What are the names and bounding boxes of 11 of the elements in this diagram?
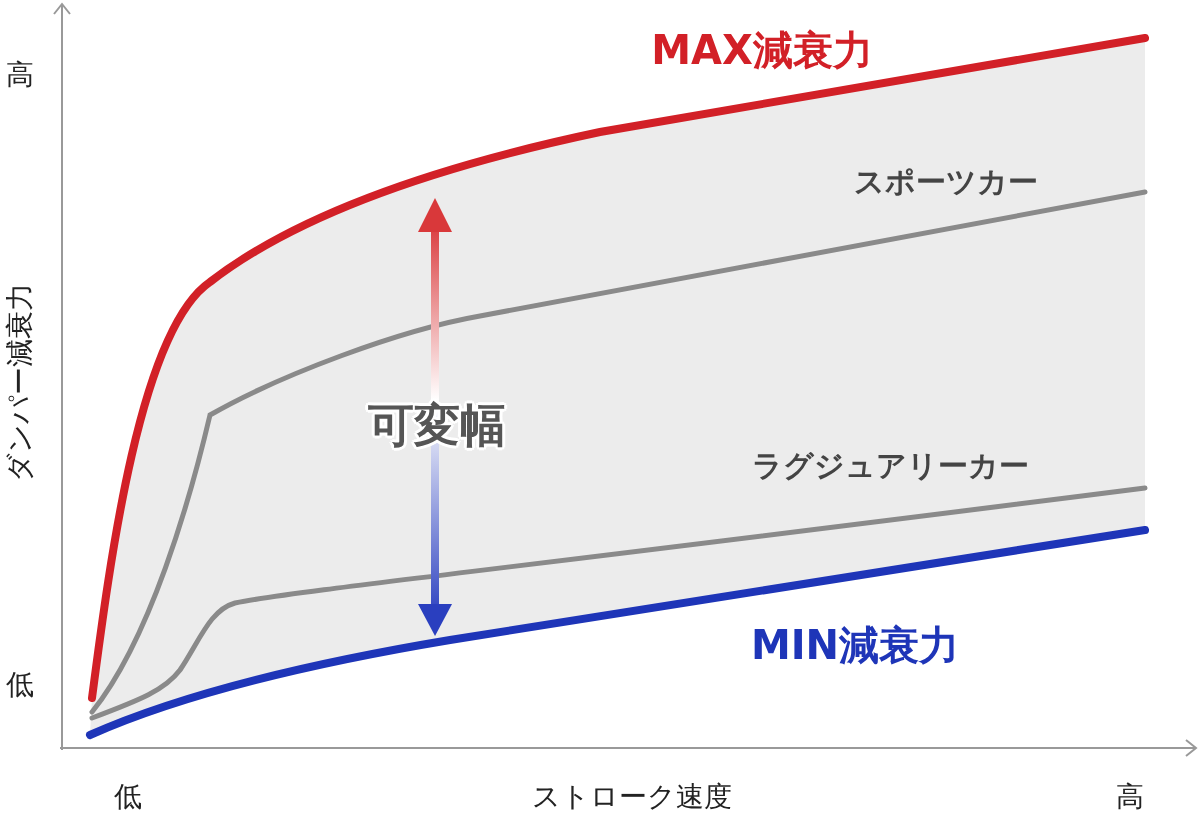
axis-tick-label: 高 — [6, 61, 34, 89]
curve-label: スポーツカー — [854, 167, 1038, 197]
axis-tick-label: 高 — [1116, 783, 1144, 811]
curve-label: MAX減衰力 — [651, 30, 873, 70]
curve-label: ラグジュアリーカー — [751, 451, 1029, 481]
axis-tick-label: 低 — [114, 783, 142, 811]
range-label: 可変幅 — [368, 402, 506, 448]
curve-label: MIN減衰力 — [750, 625, 960, 665]
axis-tick-label: 低 — [6, 671, 34, 699]
axis-title: ストローク速度 — [532, 783, 732, 811]
axis-title: ダンパー減衰力 — [6, 282, 34, 482]
